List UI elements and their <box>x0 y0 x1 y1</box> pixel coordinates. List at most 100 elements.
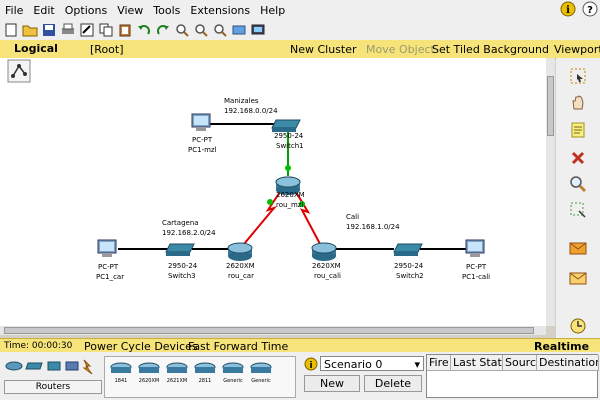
menu-options[interactable]: Options <box>64 3 108 17</box>
router-icon[interactable] <box>311 242 337 261</box>
network-subnet-cali: 192.168.1.0/24 <box>346 223 400 231</box>
inspect-magnifier-icon[interactable] <box>568 174 588 194</box>
router-model-generic[interactable]: Generic <box>249 361 273 385</box>
network-label-cartagena: Cartagena <box>162 219 199 227</box>
router-model-2811[interactable]: 2811 <box>193 361 217 385</box>
model-label: 1841 <box>114 378 128 384</box>
print-icon[interactable] <box>60 23 76 38</box>
device-category-panel: Routers <box>4 356 102 398</box>
network-subnet-cartagena: 192.168.2.0/24 <box>162 229 216 237</box>
router-model-1841[interactable]: 1841 <box>109 361 133 385</box>
serial-link-roumzl-roucar <box>243 191 281 245</box>
model-label: Generic <box>223 378 243 384</box>
switch-icon[interactable] <box>393 243 423 256</box>
info-icon[interactable]: i <box>560 1 576 17</box>
set-tiled-background-button[interactable]: Set Tiled Background <box>432 42 549 56</box>
pc-icon[interactable] <box>97 239 117 257</box>
zoom-out-icon[interactable] <box>212 23 228 38</box>
place-note-icon[interactable] <box>568 120 588 140</box>
column-header-destination[interactable]: Destination <box>537 355 599 371</box>
menu-bar: File Edit Options View Tools Extensions … <box>0 0 600 20</box>
move-layout-hand-icon[interactable] <box>568 92 588 112</box>
vertical-scrollbar[interactable] <box>546 58 555 326</box>
link-status-dot <box>285 165 291 171</box>
zoom-in-icon[interactable] <box>174 23 190 38</box>
new-cluster-button[interactable]: New Cluster <box>290 42 357 56</box>
serial-link-roumzl-roucali <box>295 191 321 245</box>
info-icon[interactable]: i <box>304 357 318 371</box>
pc-icon[interactable] <box>465 239 485 257</box>
realtime-bar: Time: 00:00:30 Power Cycle Devices Fast … <box>0 338 600 353</box>
fast-forward-time-button[interactable]: Fast Forward Time <box>188 339 289 353</box>
scrollbar-thumb[interactable] <box>4 327 534 334</box>
root-label[interactable]: [Root] <box>90 42 124 56</box>
activity-wizard-icon[interactable] <box>79 23 95 38</box>
scenario-selected-value: Scenario 0 <box>324 358 383 371</box>
router-model-2621xm[interactable]: 2621XM <box>165 361 189 385</box>
device-name-label: PC1_car <box>96 273 125 281</box>
bottom-panel: Routers 1841 2620XM 2621XM 2811 Generic … <box>0 352 600 400</box>
router-icon[interactable] <box>275 176 301 195</box>
redo-icon[interactable] <box>155 23 171 38</box>
router-model-generic[interactable]: Generic <box>221 361 245 385</box>
palette-icon[interactable] <box>231 23 247 38</box>
menu-help[interactable]: Help <box>260 3 286 17</box>
add-complex-pdu-icon[interactable] <box>568 268 588 288</box>
undo-icon[interactable] <box>136 23 152 38</box>
menu-tools[interactable]: Tools <box>153 3 181 17</box>
column-header-fire[interactable]: Fire <box>427 355 451 371</box>
router-model-2620xm[interactable]: 2620XM <box>137 361 161 385</box>
link-status-dot <box>267 199 273 205</box>
realtime-mode-label[interactable]: Realtime <box>534 339 590 353</box>
help-icon[interactable]: ? <box>582 1 598 17</box>
menu-view[interactable]: View <box>117 3 144 17</box>
copy-icon[interactable] <box>98 23 114 38</box>
menu-edit[interactable]: Edit <box>33 3 55 17</box>
device-name-label: rou_cali <box>314 272 341 280</box>
delete-icon[interactable] <box>568 148 588 168</box>
new-scenario-button[interactable]: New <box>304 375 360 392</box>
device-type-label: 2950-24 <box>274 132 304 140</box>
custom-device-icon[interactable] <box>250 23 266 38</box>
device-name-label: Switch1 <box>276 142 304 150</box>
switch-icon[interactable] <box>165 243 195 256</box>
common-tools-bar <box>556 58 600 340</box>
scenario-select[interactable]: Scenario 0▾ <box>320 356 424 371</box>
menu-extensions[interactable]: Extensions <box>190 3 251 17</box>
model-label: 2620XM <box>138 378 160 384</box>
device-type-label: PC-PT <box>192 136 213 144</box>
new-file-icon[interactable] <box>3 23 19 38</box>
viewport-button[interactable]: Viewport <box>554 42 600 56</box>
resize-shape-icon[interactable] <box>568 200 588 220</box>
device-name-label: Switch2 <box>396 272 424 280</box>
switch-icon[interactable] <box>271 119 301 132</box>
main-toolbar <box>0 20 600 41</box>
move-object-button[interactable]: Move Object <box>366 42 435 56</box>
link-status-dot <box>299 201 305 207</box>
svg-text:?: ? <box>587 5 593 16</box>
save-icon[interactable] <box>41 23 57 38</box>
power-cycle-devices-button[interactable]: Power Cycle Devices <box>84 339 198 353</box>
zoom-reset-icon[interactable] <box>193 23 209 38</box>
device-category-icons[interactable] <box>4 356 100 378</box>
column-header-source[interactable]: Source <box>503 355 537 371</box>
add-simple-pdu-icon[interactable] <box>568 238 588 258</box>
logical-view-icon[interactable] <box>7 59 31 83</box>
workspace-bar: Logical [Root] New Cluster Move Object S… <box>0 40 600 59</box>
column-header-last-status[interactable]: Last Status <box>451 355 503 371</box>
model-label: 2621XM <box>166 378 188 384</box>
router-icon[interactable] <box>227 242 253 261</box>
open-folder-icon[interactable] <box>22 23 38 38</box>
menu-file[interactable]: File <box>5 3 24 17</box>
logical-workspace-canvas[interactable]: Manizales 192.168.0.0/24 PC-PT PC1-mzl 2… <box>0 58 547 326</box>
delete-scenario-button[interactable]: Delete <box>364 375 422 392</box>
pc-icon[interactable] <box>191 113 211 131</box>
scrollbar-thumb[interactable] <box>547 76 554 136</box>
device-name-label: Switch3 <box>168 272 196 280</box>
horizontal-scrollbar[interactable] <box>0 326 546 335</box>
device-name-label: rou_mzl <box>276 201 304 209</box>
logical-tab[interactable]: Logical <box>0 40 58 58</box>
realtime-clock-icon[interactable] <box>568 316 588 336</box>
select-icon[interactable] <box>568 66 588 86</box>
paste-icon[interactable] <box>117 23 133 38</box>
